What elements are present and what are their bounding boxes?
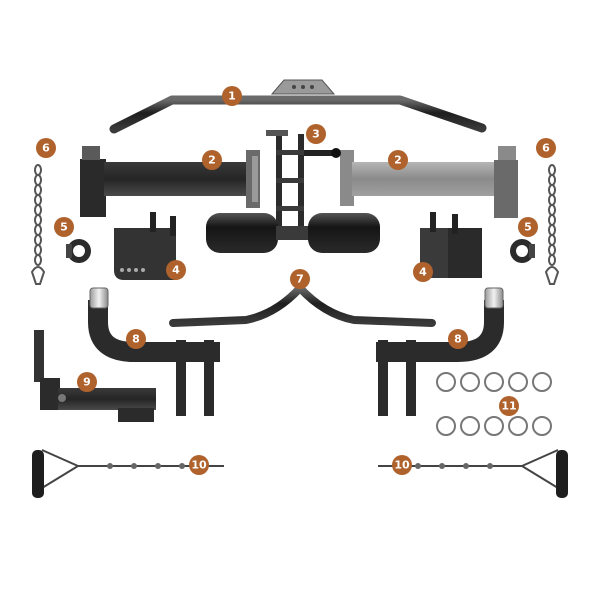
marker-8-right: 8: [448, 329, 468, 349]
marker-10-right-label: 10: [394, 459, 410, 472]
snap-clips: [437, 373, 551, 435]
lat-pulldown-bar: [114, 80, 482, 129]
marker-10-left-label: 10: [191, 459, 207, 472]
marker-9: 9: [77, 372, 97, 392]
chain-right: [546, 165, 558, 284]
marker-2-right-label: 2: [394, 154, 402, 167]
marker-11-label: 11: [501, 400, 516, 413]
marker-10-left: 10: [189, 455, 209, 475]
marker-1-label: 1: [228, 90, 236, 103]
marker-7: 7: [290, 269, 310, 289]
marker-10-right: 10: [392, 455, 412, 475]
marker-6-right-label: 6: [542, 142, 550, 155]
marker-4-left-label: 4: [172, 264, 180, 277]
marker-4-right-label: 4: [419, 266, 427, 279]
marker-2-left: 2: [202, 150, 222, 170]
marker-6-right: 6: [536, 138, 556, 158]
marker-8-left: 8: [126, 329, 146, 349]
marker-8-left-label: 8: [132, 333, 140, 346]
marker-5-right-label: 5: [524, 221, 532, 234]
marker-1: 1: [222, 86, 242, 106]
marker-6-left-label: 6: [42, 142, 50, 155]
marker-3: 3: [306, 124, 326, 144]
curved-row-bar: [173, 288, 432, 323]
spring-collar-right: [510, 239, 535, 263]
weight-post-right: [376, 288, 503, 416]
marker-7-label: 7: [296, 273, 304, 286]
marker-4-left: 4: [166, 260, 186, 280]
marker-9-label: 9: [83, 376, 91, 389]
marker-5-right: 5: [518, 217, 538, 237]
marker-3-label: 3: [312, 128, 320, 141]
marker-2-right: 2: [388, 150, 408, 170]
weight-arm-right: [340, 146, 518, 218]
chain-left: [32, 165, 44, 284]
marker-5-left-label: 5: [60, 221, 68, 234]
marker-11: 11: [499, 396, 519, 416]
marker-4-right: 4: [413, 262, 433, 282]
spring-collar-left: [66, 239, 91, 263]
weight-arm-left: [80, 146, 260, 217]
marker-8-right-label: 8: [454, 333, 462, 346]
marker-2-left-label: 2: [208, 154, 216, 167]
marker-6-left: 6: [36, 138, 56, 158]
marker-5-left: 5: [54, 217, 74, 237]
